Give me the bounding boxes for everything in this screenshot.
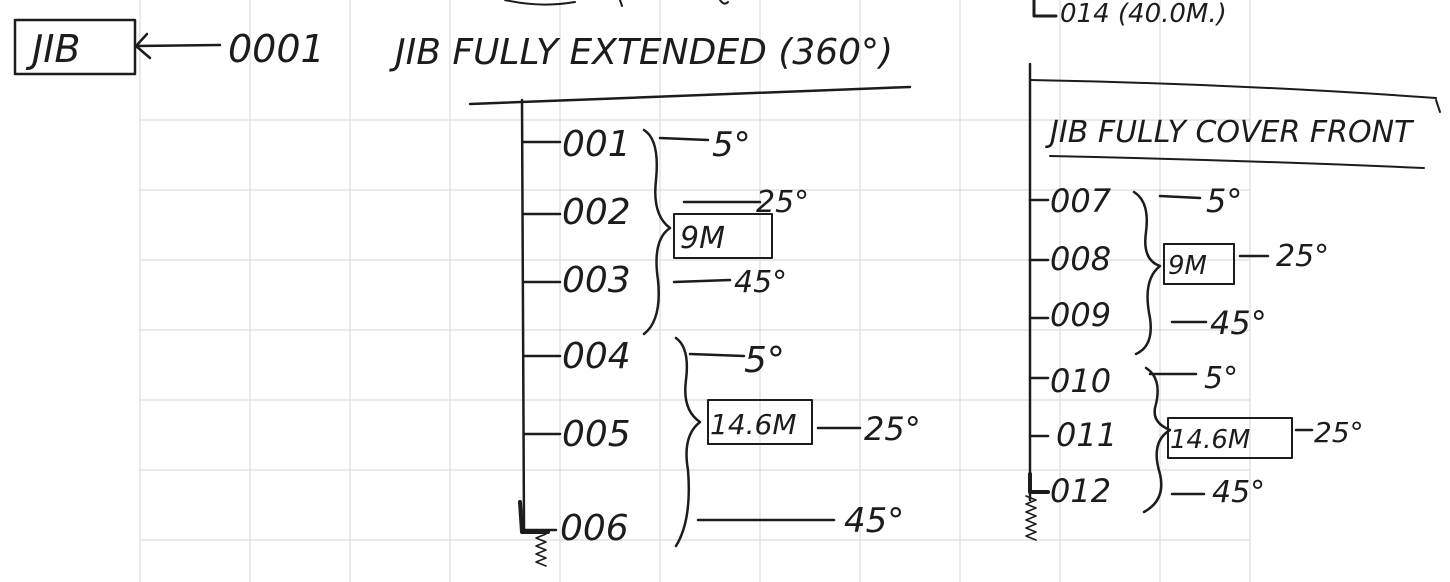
right-trunk-foot (1028, 472, 1050, 494)
left-code-004: 004 (562, 336, 631, 377)
right-group-box-14-6m (1167, 417, 1293, 459)
left-brace-9m (642, 128, 672, 336)
left-group-box-14-6m (707, 399, 813, 445)
title-underline (468, 85, 912, 106)
left-angle-003: 45° (734, 265, 787, 300)
right-title-underline (1049, 155, 1425, 169)
right-group-label-14-6m: 14.6M (1170, 425, 1250, 455)
right-angle-009: 45° (1210, 304, 1267, 342)
right-code-010: 010 (1050, 362, 1111, 400)
left-angle-006: 45° (844, 501, 904, 541)
left-trunk (520, 98, 526, 532)
root-title: JIB FULLY EXTENDED (360°) (389, 32, 893, 73)
left-group-box-9m (673, 213, 773, 259)
left-angle-001: 5° (712, 125, 751, 165)
right-angle-008: 25° (1276, 239, 1329, 274)
right-tree: JIB FULLY COVER FRONT 007 5° 008 25° 009… (1025, 62, 1441, 541)
spring-icon (1025, 495, 1037, 541)
left-tree: 001 5° 002 25° 003 45° 9M 004 5° 005 25°… (518, 98, 921, 567)
right-group-label-9m: 9M (1168, 251, 1207, 281)
root-box (13, 18, 137, 76)
top-fragment: 014 (40.0M.) (504, 0, 1227, 29)
left-angle-004: 5° (744, 340, 785, 381)
left-group-label-9m: 9M (680, 221, 725, 256)
left-code-005: 005 (562, 414, 631, 455)
left-code-001: 001 (562, 124, 631, 165)
right-code-007: 007 (1050, 182, 1112, 220)
root-code: 0001 (228, 27, 325, 71)
root-box-label: JIB (25, 27, 80, 71)
right-title: JIB FULLY COVER FRONT (1045, 115, 1415, 150)
right-code-011: 011 (1056, 416, 1117, 454)
right-code-012: 012 (1050, 472, 1111, 510)
left-code-002: 002 (562, 192, 631, 233)
left-angle-005: 25° (864, 410, 921, 448)
right-angle-011: 25° (1314, 416, 1364, 449)
left-code-006: 006 (560, 508, 629, 549)
root-node: JIB 0001 JIB FULLY EXTENDED (360°) (13, 18, 912, 106)
spring-icon (535, 529, 547, 567)
root-connector (134, 43, 222, 48)
right-brace-9m (1132, 190, 1162, 356)
right-angle-010: 5° (1204, 361, 1238, 396)
right-code-008: 008 (1050, 240, 1111, 278)
right-code-009: 009 (1050, 296, 1111, 334)
right-angle-012: 45° (1212, 475, 1265, 510)
left-code-003: 003 (562, 260, 631, 301)
right-angle-007: 5° (1206, 182, 1242, 220)
right-title-overline (1029, 79, 1437, 99)
left-brace-14-6m (674, 336, 702, 548)
right-brace-14-6m (1142, 366, 1172, 514)
left-group-label-14-6m: 14.6M (710, 408, 797, 441)
right-group-box-9m (1163, 243, 1235, 285)
top-fragment-text: 014 (40.0M.) (1060, 0, 1227, 29)
arrow-icon (134, 32, 152, 60)
